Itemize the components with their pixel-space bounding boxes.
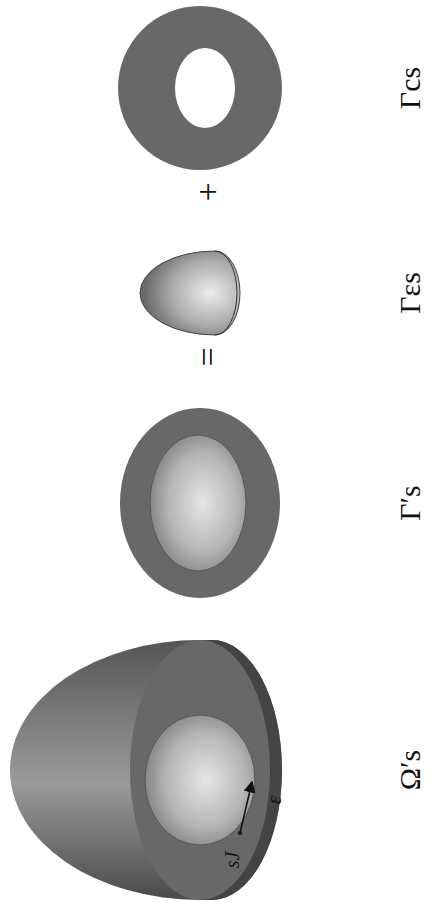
- operator-symbol: =: [191, 347, 225, 366]
- point-label: sJ: [222, 852, 242, 869]
- radius-label: ε: [263, 796, 285, 805]
- small-hemisphere: [140, 251, 240, 335]
- operator-symbol: +: [191, 182, 225, 201]
- annulus: [118, 6, 282, 170]
- surface-label: Γcs: [395, 67, 425, 109]
- disk-with-bowl: [120, 408, 280, 598]
- surface-label: Γ′s: [395, 485, 425, 521]
- half-ball-domain: [10, 640, 282, 900]
- surface-label: Γεs: [395, 272, 425, 314]
- region-label: Ω′s: [395, 750, 425, 791]
